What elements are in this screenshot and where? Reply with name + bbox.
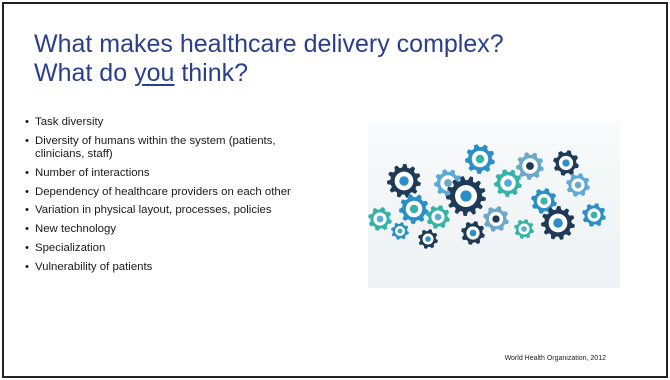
bullet-item: Vulnerability of patients (25, 261, 325, 274)
title-line-1: What makes healthcare delivery complex? (34, 30, 504, 58)
nurse-gear-icon (553, 150, 579, 176)
healthcare-gears-image (368, 121, 620, 288)
flask-gear-icon (446, 176, 486, 216)
citation: World Health Organization, 2012 (504, 355, 606, 362)
bullet-item: Diversity of humans within the system (p… (25, 135, 325, 161)
title-line-2-prefix: What do (34, 59, 135, 87)
bullet-item: Variation in physical layout, processes,… (25, 204, 325, 217)
caduceus-gear-icon (531, 188, 557, 214)
ambulance-gear-icon (582, 203, 606, 227)
title-line-2-suffix: think? (174, 59, 249, 87)
bullet-item: Number of interactions (25, 167, 325, 180)
slide-title: What makes healthcare delivery complex? … (34, 30, 634, 88)
bullet-item: New technology (25, 223, 325, 236)
bullet-item: Specialization (25, 242, 325, 255)
stethoscope-gear-icon (465, 144, 495, 174)
bullet-list: Task diversity Diversity of humans withi… (25, 116, 325, 280)
title-emphasis: you (134, 59, 175, 87)
wheelchair-gear-icon (516, 152, 544, 180)
doctor-gear-icon (566, 173, 590, 197)
heart-gear-icon (368, 207, 392, 231)
bullet-item: Dependency of healthcare providers on ea… (25, 186, 325, 199)
ambulance-gear-icon (387, 164, 421, 198)
first-aid-kit-gear-icon (391, 222, 409, 240)
flask-gear-icon (514, 219, 534, 239)
syringe-gear-icon (541, 206, 575, 240)
gears-illustration (368, 144, 606, 249)
hospital-gear-icon (494, 169, 522, 197)
pill-gear-icon (426, 205, 450, 229)
tooth-gear-icon (461, 221, 485, 245)
bullet-item: Task diversity (25, 116, 325, 129)
heart-gear-icon (399, 194, 429, 224)
pill-gear-icon (418, 229, 438, 249)
clipboard-gear-icon (483, 206, 509, 232)
